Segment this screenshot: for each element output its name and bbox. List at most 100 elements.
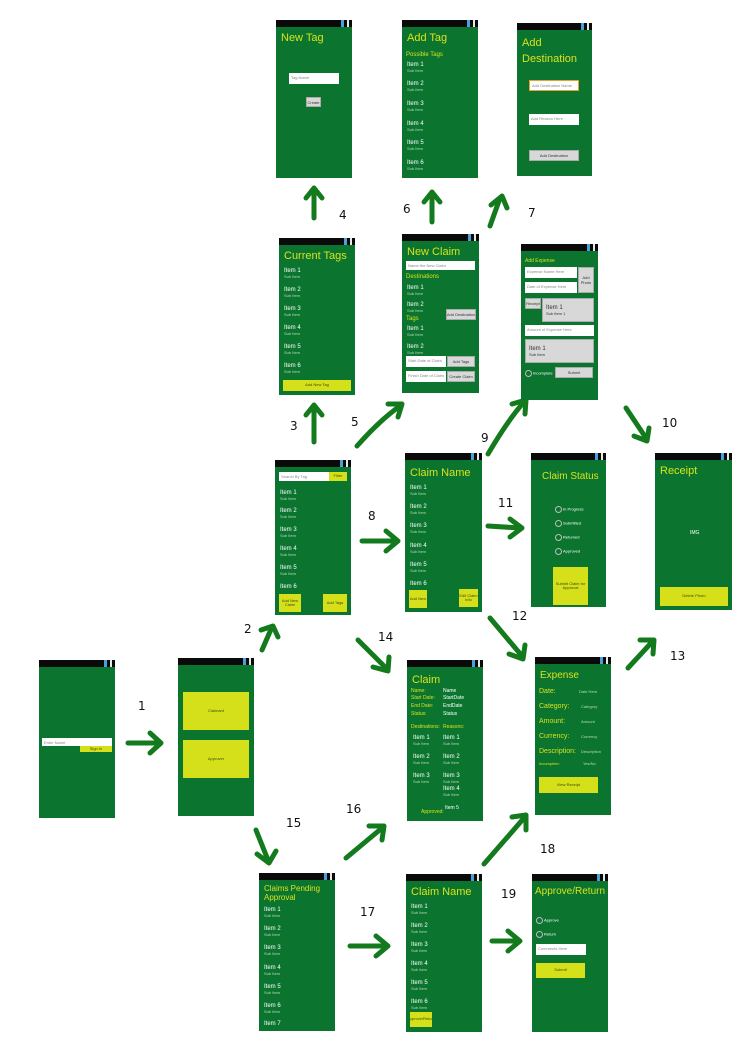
start-date-input[interactable]: Start Date of Claim (406, 356, 446, 367)
status-radio-submitted[interactable]: Submitted (555, 520, 581, 527)
expense-description-label: Description: (539, 748, 576, 755)
delete-photo-button[interactable]: Delete Photo (660, 587, 728, 606)
add-new-claim-button[interactable]: Add New Claim (279, 594, 301, 612)
tag-search-input[interactable]: Search By Tag (279, 472, 329, 481)
claimant-button[interactable]: Claimant (183, 692, 249, 730)
receipt-screen: Receipt IMG Delete Photo (655, 453, 732, 610)
add-photo-button[interactable]: Add Photo (578, 267, 594, 293)
submit-expense-button[interactable]: Submit (555, 367, 593, 378)
claim-end-label: End Date: (411, 703, 434, 709)
list-item[interactable]: Item 6 (280, 584, 297, 590)
signal-battery-icon (104, 660, 112, 667)
incomplete-checkbox[interactable]: Incomplete (525, 370, 553, 377)
view-receipt-button[interactable]: View Receipt (539, 777, 598, 793)
approve-return-screen: Approve/Return Approve Return Comments H… (532, 874, 608, 1032)
destination-name-input[interactable]: Add Destination Name (529, 80, 579, 91)
expense-amount-input[interactable]: Amount of Expense Here (525, 325, 594, 336)
approver-button[interactable]: Approver (183, 740, 249, 778)
submit-for-approval-button[interactable]: Submit Claim for Approval (553, 567, 588, 605)
claim-name-input[interactable]: Name the New Claim (406, 261, 475, 270)
receipt-button[interactable]: Receipt (525, 298, 541, 309)
list-item[interactable]: Item 6 (410, 581, 427, 587)
add-tags-button[interactable]: Add Tags (447, 356, 475, 367)
approve-radio[interactable]: Approve (536, 917, 559, 924)
sign-in-button[interactable]: Sign In (80, 746, 112, 752)
return-radio[interactable]: Return (536, 931, 556, 938)
add-new-expense-button[interactable]: Add New (409, 590, 427, 608)
add-new-tag-button[interactable]: Add New Tag (283, 380, 351, 391)
signal-battery-icon (468, 234, 476, 241)
page-title: Receipt (660, 465, 698, 477)
add-destination-button[interactable]: Add Destination (529, 150, 579, 161)
status-radio-in-progress[interactable]: In Progress (555, 506, 583, 513)
list-item[interactable]: Item 7 (264, 1021, 281, 1027)
add-destination-button[interactable]: Add Destination (446, 309, 476, 320)
tag-name-input[interactable]: Tag Name (289, 73, 339, 84)
reason-input[interactable]: Add Reason Here (529, 114, 579, 125)
status-radio-returned[interactable]: Returned (555, 534, 579, 541)
approve-return-button[interactable]: Approve/Return (410, 1012, 432, 1027)
submit-decision-button[interactable]: Submit (536, 963, 585, 978)
end-date-input[interactable]: Finish Date of Claim (406, 371, 446, 382)
filter-button[interactable]: Filter (329, 472, 347, 481)
expense-description-value: Description (581, 749, 602, 754)
comments-input[interactable]: Comments Here (536, 944, 586, 955)
create-tag-button[interactable]: Create (306, 97, 321, 107)
status-radio-approved[interactable]: Approved (555, 548, 580, 555)
new-tag-screen: New Tag Tag Name Create (276, 20, 352, 178)
edit-claim-info-button[interactable]: Edit Claim Info (459, 589, 478, 607)
expense-name-input[interactable]: Expense Name Here (525, 267, 577, 278)
name-input[interactable]: Enter Name (42, 738, 112, 746)
add-tags-button[interactable]: Add Tags (323, 594, 347, 612)
create-claim-button[interactable]: Create Claim (447, 371, 475, 382)
expense-date-input[interactable]: Date of Expense Here (525, 282, 577, 293)
